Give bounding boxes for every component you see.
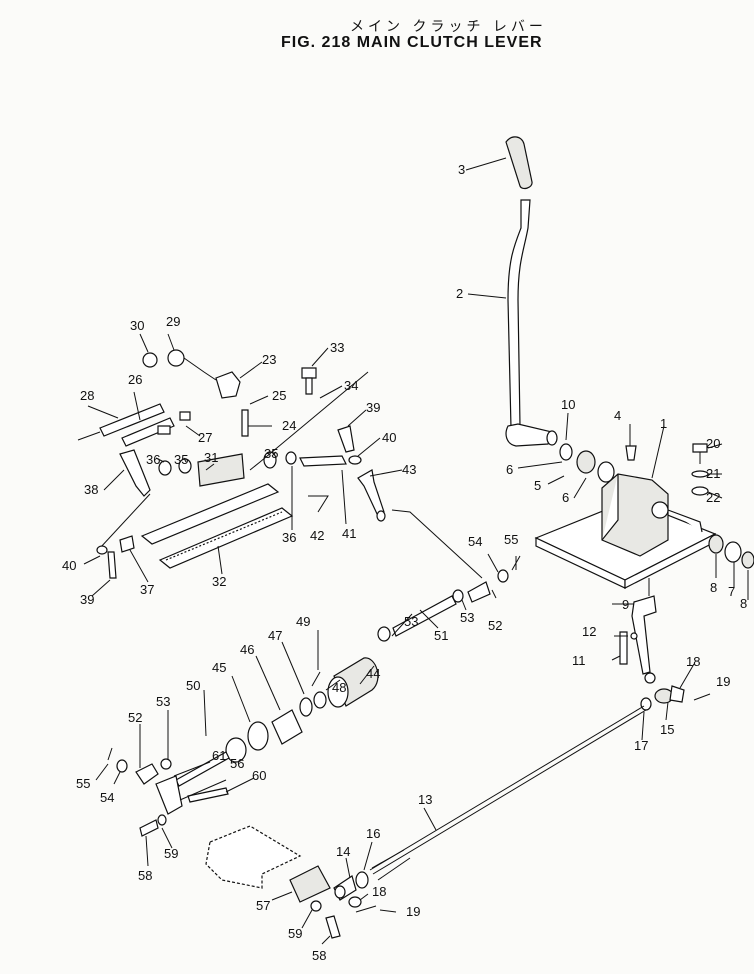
- callout-19a: 19: [716, 674, 730, 689]
- callout-53b: 53: [404, 614, 418, 629]
- lower-arm-part: [619, 578, 657, 684]
- callout-51: 51: [434, 628, 448, 643]
- callout-54b: 54: [100, 790, 114, 805]
- callout-21: 21: [706, 466, 720, 481]
- callout-57: 57: [256, 898, 270, 913]
- callout-1: 1: [660, 416, 667, 431]
- callout-14: 14: [336, 844, 350, 859]
- callout-50: 50: [186, 678, 200, 693]
- block-and-plates-parts: [140, 371, 369, 569]
- callout-5: 5: [534, 478, 541, 493]
- bushings-near-bracket: [559, 443, 754, 569]
- callout-28: 28: [80, 388, 94, 403]
- callout-26: 26: [128, 372, 142, 387]
- right-rod-end-parts: [640, 685, 711, 711]
- callout-38: 38: [84, 482, 98, 497]
- callout-58a: 58: [138, 868, 152, 883]
- callout-6a: 6: [506, 462, 513, 477]
- callout-7: 7: [728, 584, 735, 599]
- callout-33: 33: [330, 340, 344, 355]
- callout-39a: 39: [366, 400, 380, 415]
- callout-42: 42: [310, 528, 324, 543]
- bracket-assembly-part: [534, 473, 717, 589]
- callout-4: 4: [614, 408, 621, 423]
- callout-12: 12: [582, 624, 596, 639]
- callout-17: 17: [634, 738, 648, 753]
- callout-8b: 8: [740, 596, 747, 611]
- main-lever-part: [505, 199, 558, 447]
- callout-48: 48: [332, 680, 346, 695]
- callout-13: 13: [418, 792, 432, 807]
- callout-34: 34: [344, 378, 358, 393]
- callout-60: 60: [252, 768, 266, 783]
- callout-9: 9: [622, 597, 629, 612]
- callout-45: 45: [212, 660, 226, 675]
- callout-46: 46: [240, 642, 254, 657]
- callout-36a: 36: [146, 452, 160, 467]
- callout-47: 47: [268, 628, 282, 643]
- callout-55a: 55: [504, 532, 518, 547]
- callout-8a: 8: [710, 580, 717, 595]
- callout-52a: 52: [488, 618, 502, 633]
- callout-25: 25: [272, 388, 286, 403]
- callout-10: 10: [561, 397, 575, 412]
- callout-59a: 59: [164, 846, 178, 861]
- callout-35b: 35: [264, 446, 278, 461]
- callout-16: 16: [366, 826, 380, 841]
- callout-2: 2: [456, 286, 463, 301]
- callout-18a: 18: [686, 654, 700, 669]
- diagram-title: FIG. 218 MAIN CLUTCH LEVER: [281, 34, 543, 51]
- callout-labels: 3 2 10 4 1 20 21 22 6 5 6 8 7 8 9 12 11 …: [62, 162, 747, 963]
- callout-53a: 53: [460, 610, 474, 625]
- callout-40a: 40: [382, 430, 396, 445]
- callout-53c: 53: [156, 694, 170, 709]
- callout-49: 49: [296, 614, 310, 629]
- callout-35a: 35: [174, 452, 188, 467]
- middle-rod-part: [377, 555, 521, 642]
- callout-54a: 54: [468, 534, 482, 549]
- callout-61: 61: [212, 748, 226, 763]
- diagram-title-japanese: メイン クラッチ レバー: [350, 19, 547, 35]
- callout-30: 30: [130, 318, 144, 333]
- callout-20: 20: [706, 436, 720, 451]
- callout-55b: 55: [76, 776, 90, 791]
- callout-19b: 19: [406, 904, 420, 919]
- callout-39b: 39: [80, 592, 94, 607]
- lower-left-bracket-parts: [107, 747, 346, 939]
- callout-15: 15: [660, 722, 674, 737]
- callout-27: 27: [198, 430, 212, 445]
- left-arm-parts: [96, 449, 151, 579]
- callout-32: 32: [212, 574, 226, 589]
- callout-40b: 40: [62, 558, 76, 573]
- callout-23: 23: [262, 352, 276, 367]
- long-rod-part: [333, 705, 647, 913]
- callout-56: 56: [230, 756, 244, 771]
- callout-59b: 59: [288, 926, 302, 941]
- callout-43: 43: [402, 462, 416, 477]
- callout-22: 22: [706, 490, 720, 505]
- callout-6b: 6: [562, 490, 569, 505]
- callout-41: 41: [342, 526, 356, 541]
- callout-37: 37: [140, 582, 154, 597]
- callout-31: 31: [204, 450, 218, 465]
- spring-cylinder-parts: [175, 657, 379, 787]
- callout-52b: 52: [128, 710, 142, 725]
- callout-11: 11: [572, 653, 586, 668]
- callout-29: 29: [166, 314, 180, 329]
- leader-lines: [83, 157, 749, 945]
- lever-knob-part: [505, 136, 533, 190]
- callout-44: 44: [366, 666, 380, 681]
- callout-36b: 36: [282, 530, 296, 545]
- callout-3: 3: [458, 162, 465, 177]
- callout-18b: 18: [372, 884, 386, 899]
- callout-24: 24: [282, 418, 296, 433]
- upper-arm-link-parts: [263, 425, 483, 579]
- callout-58b: 58: [312, 948, 326, 963]
